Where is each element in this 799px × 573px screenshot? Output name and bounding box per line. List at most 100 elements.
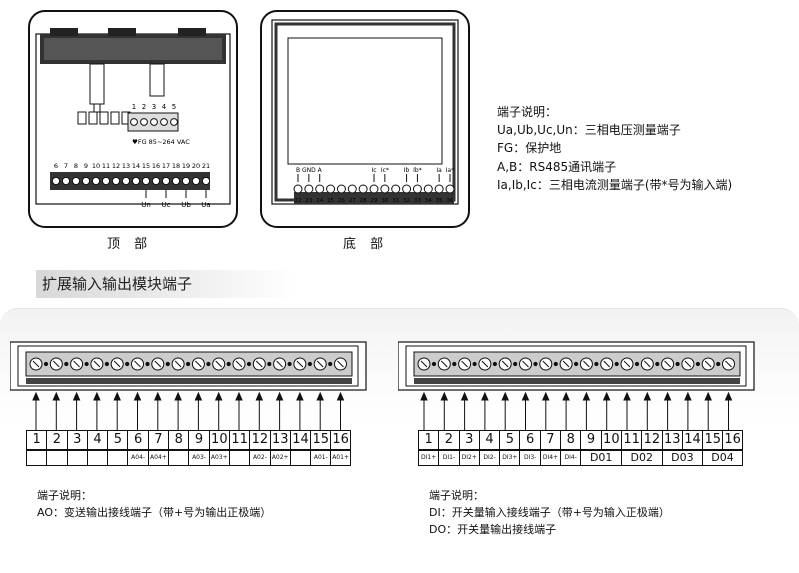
di-terminal-number-cell: 10: [600, 430, 621, 450]
separator-dot: [145, 361, 150, 367]
ao-terminal-sublabel-cell: A02-: [249, 450, 270, 466]
separator-dot: [452, 361, 457, 367]
screw-slot: [643, 360, 651, 368]
ao-terminal-sublabel-cell: A04-: [127, 450, 148, 466]
ao-terminal-number-cell: 3: [66, 430, 87, 450]
power-terminal-number: 1: [132, 103, 136, 111]
signal-terminal-screw: [121, 176, 131, 186]
arrow-head: [336, 391, 345, 401]
ao-module-diagram: [10, 341, 367, 430]
screw-slot: [296, 360, 304, 368]
ao-terminal-sublabel-cell: [289, 450, 311, 466]
arrow-head: [481, 391, 489, 401]
ao-note-line: AO：变送输出接线端子（带+号为输出正极端）: [37, 506, 272, 519]
ao-terminal-sublabel-cell: A02+: [269, 450, 290, 466]
screw-slot: [93, 360, 101, 368]
screw-slot: [542, 360, 550, 368]
power-terminal-screw: [160, 118, 168, 126]
separator-dot: [104, 361, 110, 367]
arrow-head: [582, 391, 591, 401]
ao-terminal-number-cell: 12: [249, 430, 270, 450]
terminal-note-line: Ua,Ub,Uc,Un：三相电压测量端子: [497, 123, 681, 138]
di-terminal-number-cell: 16: [722, 430, 743, 450]
bottom-terminal-label: Ib: [404, 167, 410, 174]
bottom-terminal-screw: [358, 184, 368, 194]
ao-terminal-sublabels: A04-A04+A03-A03+A02-A02+A01-A01+: [26, 450, 351, 466]
di-terminal-number-cell: 7: [539, 430, 561, 450]
ao-terminal-number-cell: 16: [330, 430, 351, 450]
bottom-terminal-screw: [445, 184, 455, 194]
bottom-terminal-label: Ib*: [413, 167, 422, 174]
bottom-terminal-label: Ic: [371, 167, 376, 174]
ao-terminal-number-cell: 10: [208, 430, 229, 450]
screw-slot: [684, 360, 692, 368]
separator-dot: [492, 361, 498, 367]
signal-terminal-number: 10: [92, 162, 100, 170]
ao-terminal-number-cell: 4: [86, 430, 108, 450]
separator-dot: [716, 361, 721, 367]
ao-terminal-number-cell: 7: [147, 430, 169, 450]
power-terminal-number: 2: [142, 103, 146, 111]
phase-label: Un: [141, 201, 151, 209]
section-banner: [36, 270, 296, 298]
screw-slot: [583, 360, 590, 368]
di-terminal-number-cell: 9: [580, 430, 601, 450]
terminal-notes: 端子说明： Ua,Ub,Uc,Un：三相电压测量端子 FG：保护地 A,B：RS…: [497, 103, 732, 194]
separator-dot: [165, 361, 170, 367]
bottom-terminal-screw: [434, 184, 444, 194]
bottom-terminal-number: 34: [425, 198, 432, 204]
bottom-terminal-screw: [391, 184, 401, 194]
power-terminal-number: 3: [152, 103, 156, 111]
arrow-head: [704, 391, 712, 401]
arrow-head: [255, 391, 264, 401]
screw-slot: [52, 360, 60, 368]
signal-terminal-screw: [111, 176, 121, 186]
ao-notes-heading: 端子说明：: [37, 489, 92, 502]
screw-slot: [420, 360, 428, 368]
separator-dot: [431, 361, 437, 367]
ao-terminal-sublabel-cell: [66, 450, 87, 466]
signal-terminal-number: 21: [202, 162, 210, 170]
arrow-head: [133, 391, 142, 401]
arrow-head: [235, 391, 243, 401]
signal-terminal-screw: [171, 176, 181, 186]
signal-terminal-screw: [101, 176, 111, 186]
screw-slot: [337, 360, 344, 368]
bottom-terminal-screw: [293, 184, 303, 194]
ao-terminal-number-cell: 1: [26, 430, 47, 450]
di-terminal-number-cell: 14: [681, 430, 703, 450]
separator-dot: [287, 361, 292, 367]
separator-dot: [43, 361, 49, 367]
terminal-notes-heading: 端子说明：: [497, 105, 558, 119]
arrow-head: [194, 391, 203, 401]
bottom-terminal-screw: [304, 184, 314, 194]
terminal-note-line: Ia,Ib,Ic：三相电流测量端子(带*号为输入端): [497, 177, 733, 192]
arrow-head: [275, 391, 284, 401]
screw-slot: [461, 360, 468, 368]
separator-dot: [84, 361, 89, 367]
arrow-head: [724, 391, 733, 401]
separator-dot: [125, 361, 130, 367]
di-terminal-number-cell: 3: [458, 430, 479, 450]
bottom-terminal-number: 31: [392, 198, 399, 204]
signal-terminal-number: 11: [102, 162, 110, 170]
power-terminal-screw: [150, 118, 158, 126]
screw-slot: [522, 360, 529, 368]
arrow-head: [214, 391, 223, 401]
di-terminal-sublabel-cell: DI1-: [438, 450, 459, 466]
separator-dot: [574, 361, 579, 367]
di-notes: 端子说明： DI：开关量输入接线端子（带+号为输入正极端） DO：开关量输出接线…: [429, 487, 670, 538]
di-terminal-sublabel-cell: DI3-: [519, 450, 540, 466]
bottom-terminal-number: 33: [414, 198, 421, 204]
signal-terminal-number: 16: [152, 162, 160, 170]
screw-slot: [316, 360, 324, 368]
phase-label: Uc: [162, 201, 171, 209]
di-terminal-sublabel-cell: DI2-: [478, 450, 500, 466]
separator-dot: [307, 361, 312, 367]
di-do-module-diagram: [398, 341, 755, 430]
bottom-terminal-number: 23: [305, 198, 312, 204]
ao-terminal-sublabel-cell: [86, 450, 108, 466]
arrow-head: [420, 391, 428, 401]
